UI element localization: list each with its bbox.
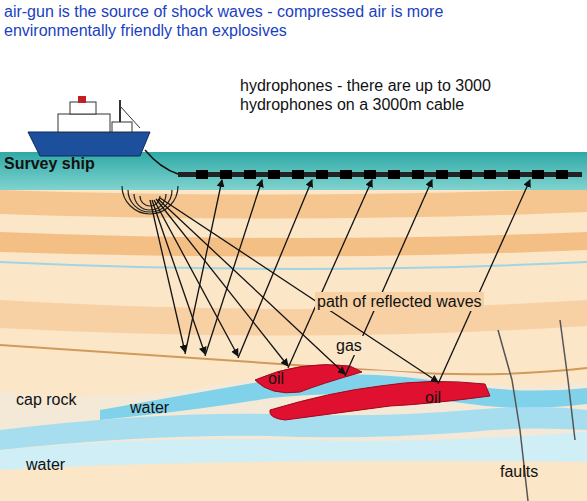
ship-label: Survey ship xyxy=(4,154,95,173)
rock-layer xyxy=(0,232,587,257)
fault-line xyxy=(560,320,575,440)
hydrophone xyxy=(412,170,424,179)
oil-label: oil xyxy=(425,388,441,407)
rock-layer xyxy=(0,300,587,336)
faults-label: faults xyxy=(500,462,538,481)
hydrophone xyxy=(532,170,544,179)
sea xyxy=(0,152,587,190)
note-text: air-gun is the source of shock waves - c… xyxy=(4,2,474,40)
rock-layer xyxy=(0,188,587,219)
hydrophone-cable xyxy=(178,172,582,177)
rock-ground xyxy=(0,461,587,501)
hydrophone xyxy=(220,170,232,179)
hydrophone xyxy=(340,170,352,179)
note-text: hydrophones - there are up to 3000 hydro… xyxy=(240,76,580,114)
hydrophone xyxy=(268,170,280,179)
hydrophone xyxy=(244,170,256,179)
hydrophone xyxy=(364,170,376,179)
hydrophone xyxy=(508,170,520,179)
water-label: water xyxy=(26,455,65,474)
oil-label: oil xyxy=(268,369,284,388)
gas-label: gas xyxy=(334,336,364,355)
survey-ship xyxy=(28,96,150,156)
hydrophone xyxy=(316,170,328,179)
water-label: water xyxy=(130,398,169,417)
rock-label: cap rock xyxy=(16,390,76,409)
rock-ground xyxy=(0,185,587,501)
wave-label: path of reflected waves xyxy=(315,292,484,311)
tow-line xyxy=(145,150,178,174)
oil-reservoir xyxy=(255,365,362,393)
hydrophone xyxy=(196,170,208,179)
hydrophone xyxy=(292,170,304,179)
hydrophone xyxy=(388,170,400,179)
oil-reservoir xyxy=(270,381,490,420)
hydrophone xyxy=(436,170,448,179)
hydrophone xyxy=(460,170,472,179)
hydrophone xyxy=(556,170,568,179)
wave-paths xyxy=(150,180,530,384)
hydrophones xyxy=(196,170,568,179)
lower-water xyxy=(0,432,587,501)
layer-line xyxy=(0,262,587,269)
hydrophone xyxy=(484,170,496,179)
